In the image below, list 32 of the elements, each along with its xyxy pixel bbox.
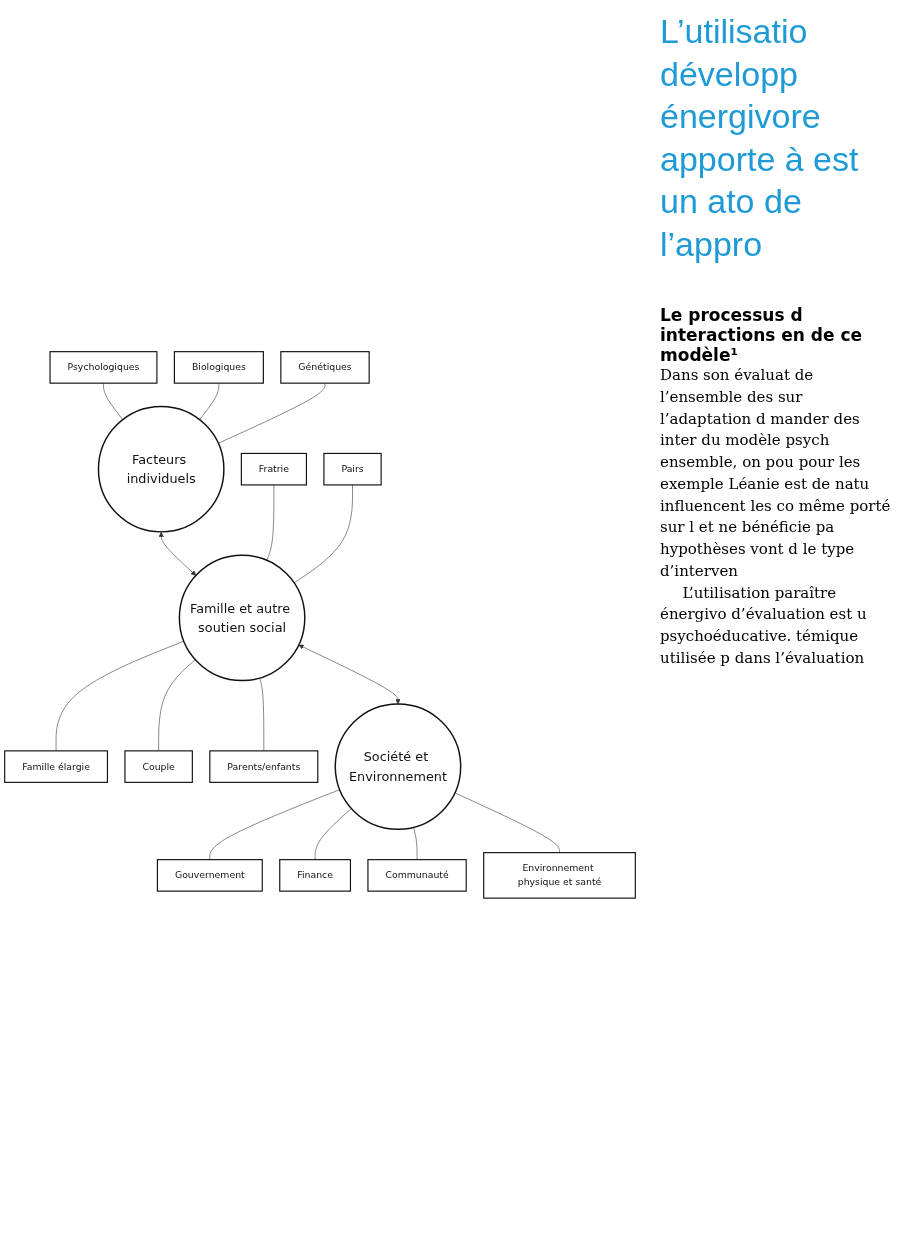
- connector: [217, 382, 326, 444]
- pull-quote: L’utilisatio développ énergivore apporte à est un ato de l’appro: [660, 11, 860, 265]
- node-box: [280, 350, 370, 384]
- node-box: [483, 851, 636, 899]
- connector: [293, 484, 353, 583]
- connector: [209, 788, 340, 860]
- connector: [314, 807, 352, 860]
- node-box: [156, 858, 263, 892]
- connector: [103, 382, 124, 420]
- node-circle: [334, 702, 462, 830]
- node-box: [209, 749, 319, 783]
- connector: [158, 658, 196, 751]
- node-circle: [97, 405, 225, 533]
- connector: [266, 484, 275, 561]
- section-heading: Le processus d interactions en de ce modèle¹: [660, 305, 864, 365]
- node-box: [240, 452, 307, 486]
- diagram: Psychologiques Biologiques Génétiques Facteurs individuels Fratrie Pairs Famille et autre soutien social Famille élargie Couple Parents/enfants Société et Environnement Gouvernement Finance Communauté Environnement physique et santé: [0, 346, 640, 903]
- connector: [413, 826, 418, 860]
- node-box: [279, 858, 352, 892]
- node-box: [367, 858, 467, 892]
- node-box: [4, 749, 109, 783]
- paragraph: Dans son évaluat de l’ensemble des sur l’adaptation d mander des inter du modèle psych ensemble, on pou pour les exemple Léanie est de natu influencent les co même porté sur l et ne bénéficie pa hypothèses vont d le type d’interven: [660, 365, 892, 582]
- node-box: [124, 749, 193, 783]
- node-circle: [178, 554, 306, 681]
- paragraph: L’utilisation paraître énergivo d’évaluation est u psychoéducative. témique utilisée p dans l’évaluation: [660, 582, 868, 669]
- node-box: [49, 350, 158, 384]
- connector: [199, 382, 220, 420]
- connector: [259, 677, 265, 751]
- node-box: [173, 350, 264, 384]
- connector: [55, 640, 185, 751]
- node-box: [323, 452, 382, 486]
- connector: [454, 792, 560, 853]
